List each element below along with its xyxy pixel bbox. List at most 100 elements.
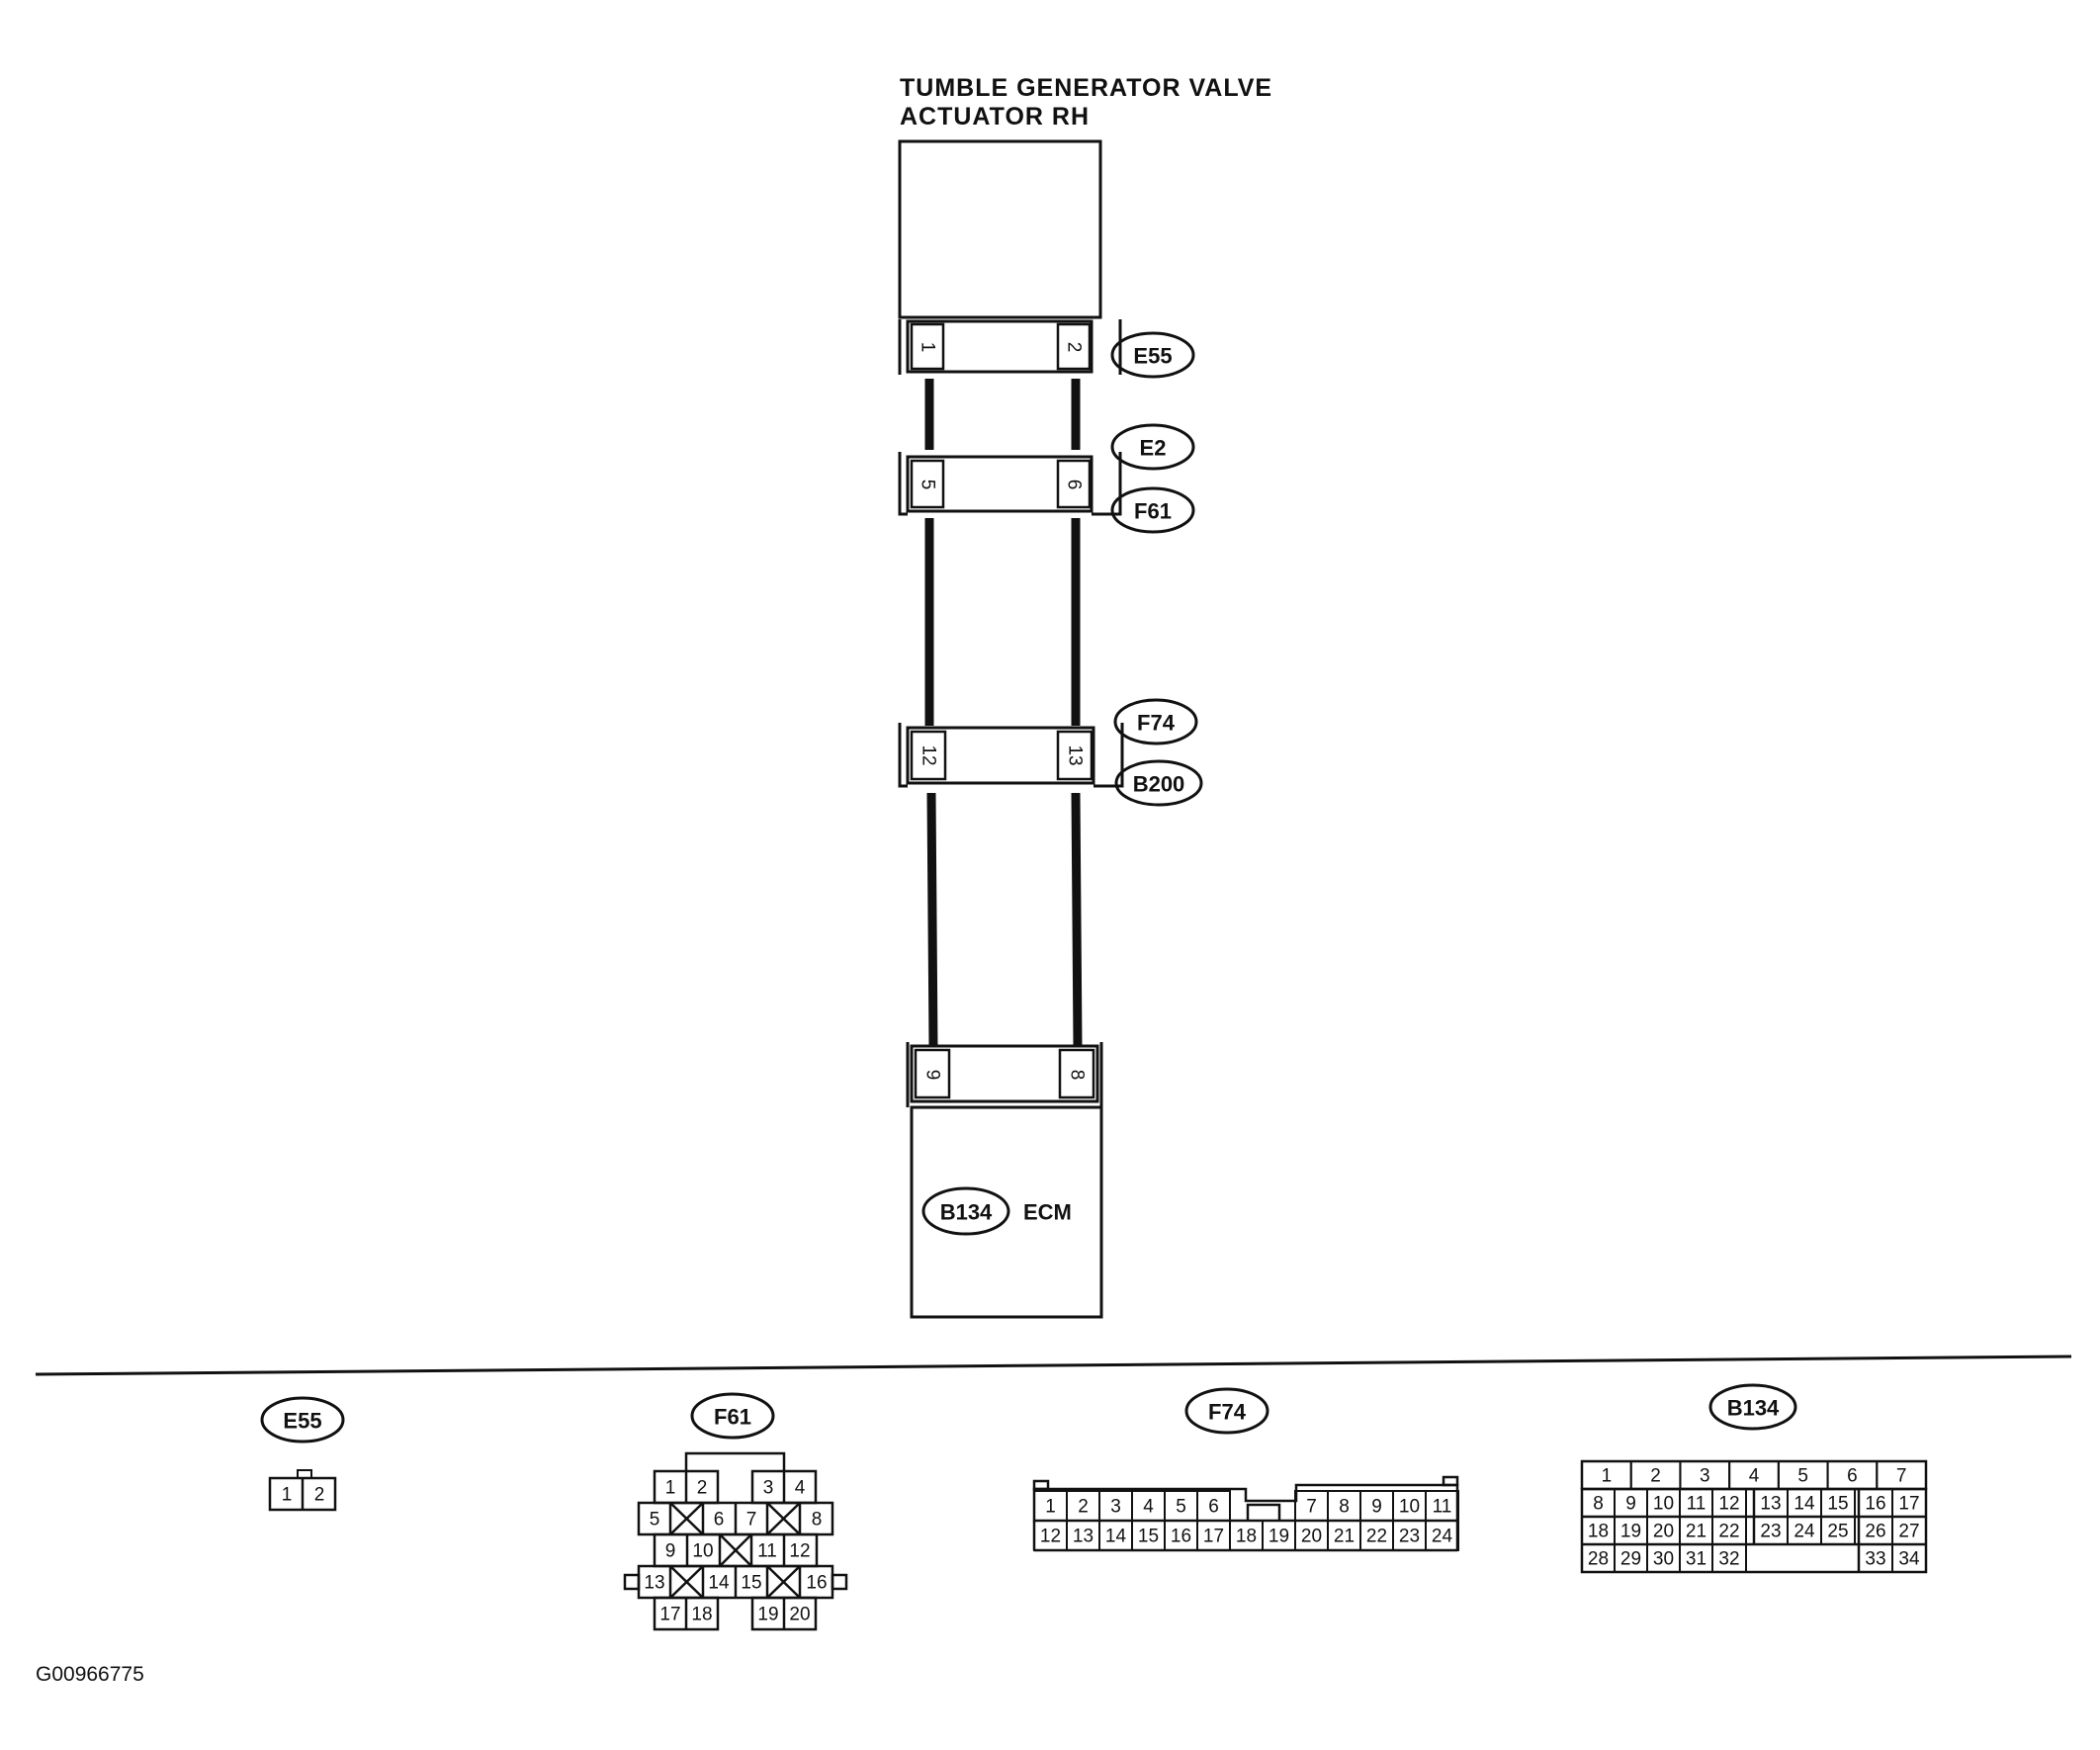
f61-cell: 10 (692, 1541, 713, 1562)
b134-pin-34-box (1891, 1543, 1927, 1573)
e55-pin-left: 1 (918, 342, 938, 353)
f74-pin-5: 5 (1176, 1497, 1186, 1518)
f74-pin-6: 6 (1208, 1497, 1219, 1518)
f61-cell: 17 (659, 1605, 680, 1625)
ecm-code-label: B134 (940, 1200, 993, 1225)
f74-pin-11: 11 (1433, 1497, 1452, 1518)
f61-cell: 3 (763, 1478, 774, 1499)
b134-pin-24: 24 (1794, 1522, 1815, 1542)
separator-line (35, 1355, 2072, 1376)
f61-cell: 2 (697, 1478, 708, 1499)
f61-pin-right: 6 (1064, 480, 1085, 490)
b134-pin-22: 22 (1718, 1522, 1739, 1542)
b134-pin-20: 20 (1653, 1522, 1674, 1542)
ecm-code-oval (921, 1186, 1010, 1236)
f74-pin-8: 8 (1339, 1497, 1350, 1518)
b134-pin-11: 11 (1687, 1494, 1706, 1515)
b134-pin-16: 16 (1865, 1494, 1885, 1515)
f61-cell: 18 (691, 1605, 712, 1625)
f61-cell: 8 (812, 1510, 823, 1531)
b134-pin-7: 7 (1896, 1466, 1907, 1487)
f74-pin-1: 1 (1045, 1497, 1056, 1518)
e2-label: E2 (1140, 436, 1167, 461)
f74-pin-10: 10 (1399, 1497, 1420, 1518)
b134-pin-5: 5 (1797, 1466, 1808, 1487)
b134-pin-31: 31 (1686, 1549, 1706, 1570)
harness-connector-e55: 1 2 E55 (898, 319, 1195, 379)
b134-pin-19: 19 (1620, 1522, 1641, 1542)
b134-pin-4: 4 (1749, 1466, 1760, 1487)
face-e55-label: E55 (283, 1409, 321, 1434)
f74-pin-24-box (1425, 1520, 1459, 1551)
f61-cell: 4 (795, 1478, 806, 1499)
b134-pin-3: 3 (1700, 1466, 1710, 1487)
f74-pin-24: 24 (1432, 1527, 1453, 1547)
b134-pin-14: 14 (1794, 1494, 1815, 1515)
face-b134-label: B134 (1727, 1396, 1780, 1421)
f74-pin-13: 13 (1073, 1527, 1094, 1547)
b134-pin-29: 29 (1620, 1549, 1641, 1570)
b134-pin-13: 13 (1760, 1494, 1781, 1515)
b134-pin-15: 15 (1827, 1494, 1848, 1515)
f61-cell: 7 (746, 1510, 757, 1531)
actuator-title-line-2: ACTUATOR RH (900, 103, 1090, 131)
b134-pin-34: 34 (1898, 1549, 1920, 1570)
f61-cell: 13 (644, 1573, 664, 1594)
face-f74-label: F74 (1208, 1400, 1247, 1425)
f61-cell: 12 (789, 1541, 810, 1562)
f74-pin-22: 22 (1366, 1527, 1387, 1547)
b134-pin-12: 12 (1718, 1494, 1739, 1515)
f61-face-pin-labels: 1 2 3 4 5 6 7 8 9 10 11 12 13 14 15 16 1… (644, 1478, 827, 1625)
b134-pin-23: 23 (1760, 1522, 1781, 1542)
f74-label: F74 (1137, 711, 1176, 736)
connector-face-f61 (623, 1451, 848, 1631)
b134-pin-32-box (1711, 1543, 1747, 1573)
ecm-pin-right: 8 (1067, 1070, 1088, 1081)
f74-pin-2: 2 (1078, 1497, 1089, 1518)
f61-cell: 9 (665, 1541, 676, 1562)
actuator-box (898, 139, 1102, 319)
b134-pin-17: 17 (1898, 1494, 1919, 1515)
e55-face-pin-2: 2 (314, 1485, 325, 1506)
f74-pin-3: 3 (1110, 1497, 1121, 1518)
b134-pin-25-box (1820, 1516, 1856, 1545)
f61-cell: 15 (741, 1573, 761, 1594)
b200-label: B200 (1133, 772, 1185, 797)
e55-pin-right: 2 (1064, 342, 1085, 353)
f74-pin-21: 21 (1334, 1527, 1355, 1547)
f61-cell: 16 (806, 1573, 827, 1594)
b134-pin-27: 27 (1898, 1522, 1919, 1542)
f61-cell: 20 (789, 1605, 810, 1625)
actuator-title-line-1: TUMBLE GENERATOR VALVE (900, 74, 1272, 102)
f74-pin-23: 23 (1399, 1527, 1420, 1547)
f74-pin-16: 16 (1171, 1527, 1191, 1547)
f74-pin-20: 20 (1301, 1527, 1322, 1547)
f61-cell: 11 (757, 1541, 777, 1562)
f74-pin-14: 14 (1105, 1527, 1127, 1547)
f74-pin-18: 18 (1236, 1527, 1257, 1547)
b134-pin-32: 32 (1718, 1549, 1739, 1570)
b134-pin-26: 26 (1865, 1522, 1885, 1542)
ecm-box (910, 1105, 1103, 1319)
b134-pin-25: 25 (1827, 1522, 1848, 1542)
f74-pin-7: 7 (1306, 1497, 1317, 1518)
f61-cell: 19 (757, 1605, 778, 1625)
b134-pin-1: 1 (1602, 1466, 1613, 1487)
b134-pin-9: 9 (1625, 1494, 1636, 1515)
ecm-pin-left: 9 (922, 1070, 943, 1081)
f74-pin-4: 4 (1143, 1497, 1154, 1518)
f74-pin-left: 12 (919, 744, 939, 765)
b134-pin-30: 30 (1653, 1549, 1674, 1570)
f61-cell: 1 (665, 1478, 676, 1499)
figure-code: G00966775 (36, 1663, 144, 1686)
harness-connector-e2-f61: 5 6 E2 F61 (898, 423, 1195, 534)
e55-label: E55 (1133, 344, 1172, 369)
face-f61-label: F61 (714, 1405, 751, 1430)
ecm-name-label: ECM (1023, 1200, 1072, 1225)
f61-label: F61 (1134, 499, 1172, 524)
b134-pin-18: 18 (1588, 1522, 1609, 1542)
f74-pin-17: 17 (1203, 1527, 1224, 1547)
wires (924, 379, 1083, 1047)
